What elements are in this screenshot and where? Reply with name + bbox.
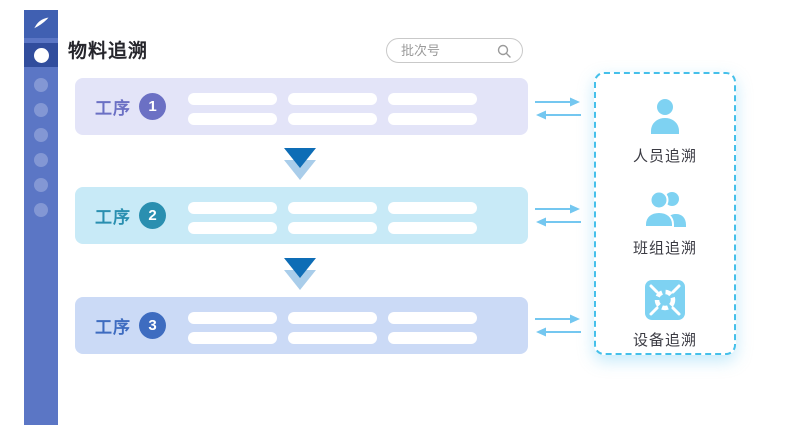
flow-down-arrow-1 — [284, 148, 316, 182]
sidebar-item-6[interactable] — [34, 203, 48, 217]
batch-search-input[interactable] — [401, 43, 496, 58]
trace-item-team[interactable]: 班组追溯 — [633, 186, 697, 258]
equipment-icon — [644, 280, 685, 320]
process-3-header: 工序 3 — [95, 297, 166, 354]
left-arrow-icon — [536, 110, 546, 120]
placeholder-bar — [288, 202, 377, 214]
process-2-placeholder-bars — [188, 202, 477, 234]
right-arrow-icon — [570, 97, 580, 107]
process-1-header: 工序 1 — [95, 78, 166, 135]
placeholder-bar — [188, 312, 277, 324]
sidebar-item-3[interactable] — [34, 128, 48, 142]
sidebar — [24, 10, 58, 425]
placeholder-bar — [188, 332, 277, 344]
down-arrow-dark-icon — [284, 258, 316, 278]
placeholder-bar — [288, 222, 377, 234]
trace-link-arrows-2 — [535, 204, 581, 227]
placeholder-bar — [288, 113, 377, 125]
placeholder-bar — [188, 113, 277, 125]
group-icon — [643, 190, 686, 228]
page-title: 物料追溯 — [68, 41, 149, 62]
process-1-label: 工序 — [95, 99, 131, 118]
process-3-label: 工序 — [95, 318, 131, 337]
batch-search-box[interactable] — [386, 38, 523, 63]
right-arrow-icon — [570, 314, 580, 324]
placeholder-bar — [188, 222, 277, 234]
placeholder-bar — [288, 312, 377, 324]
placeholder-bar — [388, 113, 477, 125]
trace-label-team: 班组追溯 — [632, 240, 697, 257]
trace-panel: 人员追溯 班组追溯 — [594, 72, 736, 355]
left-arrow-icon — [536, 217, 546, 227]
active-dot-icon — [33, 47, 49, 63]
placeholder-bar — [188, 93, 277, 105]
placeholder-bar — [388, 93, 477, 105]
placeholder-bar — [288, 93, 377, 105]
sidebar-item-active[interactable] — [24, 43, 58, 67]
placeholder-bar — [288, 332, 377, 344]
swoosh-logo-icon — [33, 17, 49, 30]
search-icon[interactable] — [496, 43, 512, 59]
process-row-3[interactable]: 工序 3 — [75, 297, 528, 354]
process-3-placeholder-bars — [188, 312, 477, 344]
trace-label-person: 人员追溯 — [632, 148, 697, 165]
process-row-2[interactable]: 工序 2 — [75, 187, 528, 244]
placeholder-bar — [388, 312, 477, 324]
process-2-label: 工序 — [95, 208, 131, 227]
process-3-number-badge: 3 — [139, 312, 166, 339]
process-1-placeholder-bars — [188, 93, 477, 125]
down-arrow-dark-icon — [284, 148, 316, 168]
placeholder-bar — [388, 202, 477, 214]
right-arrow-icon — [570, 204, 580, 214]
placeholder-bar — [388, 332, 477, 344]
trace-label-equipment: 设备追溯 — [632, 332, 697, 349]
process-2-header: 工序 2 — [95, 187, 166, 244]
trace-link-arrows-3 — [535, 314, 581, 337]
process-2-number-badge: 2 — [139, 202, 166, 229]
trace-item-equipment[interactable]: 设备追溯 — [633, 278, 697, 350]
app-logo — [24, 10, 58, 38]
trace-link-arrows-1 — [535, 97, 581, 120]
process-1-number-badge: 1 — [139, 93, 166, 120]
placeholder-bar — [388, 222, 477, 234]
left-arrow-icon — [536, 327, 546, 337]
person-icon — [650, 99, 679, 134]
sidebar-item-5[interactable] — [34, 178, 48, 192]
trace-item-person[interactable]: 人员追溯 — [633, 94, 697, 166]
placeholder-bar — [188, 202, 277, 214]
process-row-1[interactable]: 工序 1 — [75, 78, 528, 135]
sidebar-item-1[interactable] — [34, 78, 48, 92]
sidebar-item-4[interactable] — [34, 153, 48, 167]
sidebar-item-2[interactable] — [34, 103, 48, 117]
flow-down-arrow-2 — [284, 258, 316, 292]
